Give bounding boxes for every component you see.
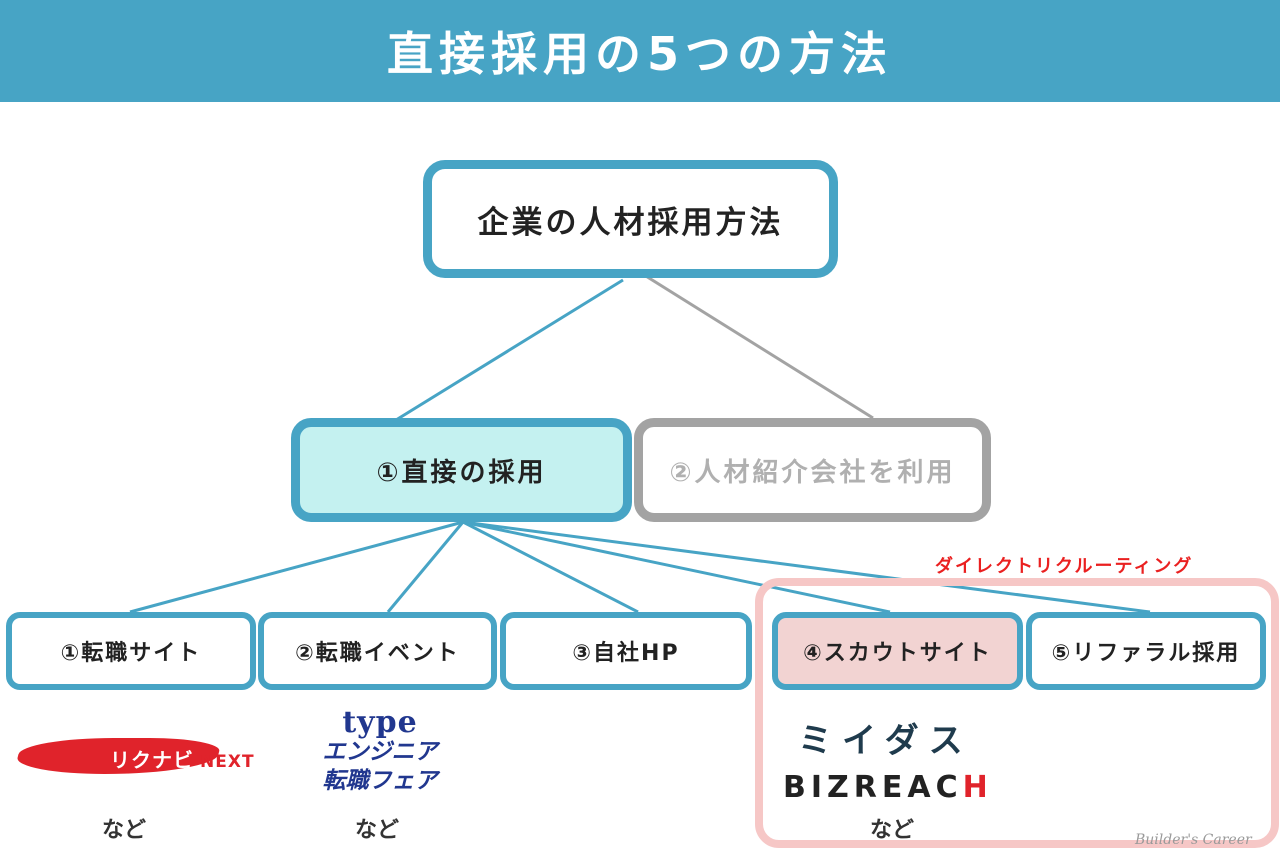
method-referral: ⑤リファラル採用 xyxy=(1026,612,1266,690)
bizreach-logo: BIZREACH xyxy=(783,770,993,805)
agency-node: ②人材紹介会社を利用 xyxy=(634,418,991,522)
method-referral-label: ⑤リファラル採用 xyxy=(1051,641,1241,666)
rikunabi-logo-suffix: NEXT xyxy=(200,752,255,772)
job-site-etc: など xyxy=(102,818,147,843)
type-logo-line2: 転職フェア xyxy=(322,768,438,794)
agency-label: ②人材紹介会社を利用 xyxy=(669,457,956,488)
job-event-etc: など xyxy=(355,818,400,843)
method-company-hp: ③自社HP xyxy=(500,612,752,690)
connector-root-agency xyxy=(632,266,874,420)
watermark: Builder's Career xyxy=(1135,832,1252,848)
bizreach-logo-main: BIZREAC xyxy=(783,770,963,805)
method-job-site: ①転職サイト xyxy=(6,612,256,690)
method-job-site-label: ①転職サイト xyxy=(60,641,202,666)
miidas-logo: ミイダス xyxy=(798,721,973,761)
scout-etc: など xyxy=(870,818,915,843)
header-banner: 直接採用の5つの方法 xyxy=(0,0,1280,102)
method-scout-site: ④スカウトサイト xyxy=(772,612,1023,690)
type-logo-line1: エンジニア xyxy=(322,739,438,765)
direct-hiring-node: ①直接の採用 xyxy=(291,418,632,522)
bizreach-logo-accent: H xyxy=(962,770,993,805)
connector-root-direct xyxy=(395,278,624,422)
connector-direct-scout xyxy=(462,520,891,614)
root-node: 企業の人材採用方法 xyxy=(423,160,838,278)
direct-recruiting-label: ダイレクトリクルーティング xyxy=(935,556,1194,577)
type-logo-word: type xyxy=(342,705,418,740)
method-job-event: ②転職イベント xyxy=(258,612,497,690)
connector-direct-event xyxy=(386,521,465,613)
rikunabi-next-logo: リクナビ NEXT xyxy=(13,728,258,786)
connector-direct-site xyxy=(129,520,464,614)
rikunabi-logo-text: リクナビ xyxy=(110,748,194,772)
method-job-event-label: ②転職イベント xyxy=(295,641,460,666)
type-engineer-fair-logo: type エンジニア 転職フェア xyxy=(305,708,455,800)
root-node-label: 企業の人材採用方法 xyxy=(477,204,784,241)
connector-direct-hp xyxy=(462,520,639,614)
method-company-hp-label: ③自社HP xyxy=(572,641,680,666)
method-scout-site-label: ④スカウトサイト xyxy=(803,641,992,666)
page-title: 直接採用の5つの方法 xyxy=(386,27,893,81)
direct-hiring-label: ①直接の採用 xyxy=(376,457,547,488)
direct-recruiting-frame xyxy=(755,578,1279,848)
connector-direct-referral xyxy=(462,520,1151,614)
